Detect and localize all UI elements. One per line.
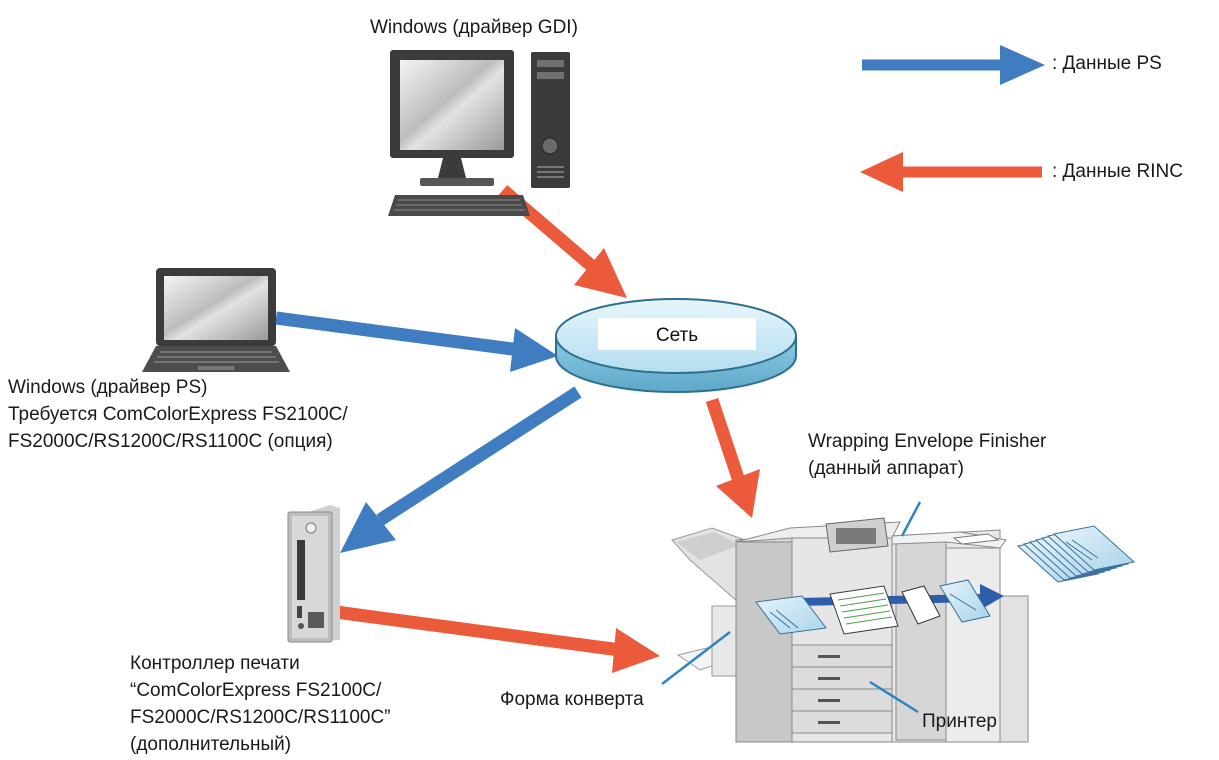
legend-rinc-label: : Данные RINC xyxy=(1052,161,1183,182)
callout-printer-line xyxy=(869,680,919,714)
finisher-label: Wrapping Envelope Finisher (данный аппар… xyxy=(808,431,1047,479)
windows-ps-label: Windows (драйвер PS) Требуется ComColorE… xyxy=(8,377,348,452)
controller-label: Контроллер печати “ComColorExpress FS210… xyxy=(130,653,391,755)
legend-ps-arrow xyxy=(862,45,1045,85)
arrow-controller-to-printer xyxy=(335,605,660,673)
callout-finisher-line xyxy=(900,501,922,537)
arrow-network-to-printer xyxy=(705,397,760,518)
print-controller-icon xyxy=(287,505,340,643)
legend-rinc-arrow xyxy=(860,152,1042,192)
envelope-form-label: Форма конверта xyxy=(500,689,644,710)
arrow-network-to-controller xyxy=(340,386,582,553)
windows-gdi-label: Windows (драйвер GDI) xyxy=(370,17,578,38)
printer-label: Принтер xyxy=(922,711,997,732)
network-cylinder-icon: Сеть xyxy=(555,298,797,393)
desktop-computer-icon xyxy=(388,50,570,216)
laptop-icon xyxy=(142,268,290,372)
printer-finisher-icon xyxy=(671,517,1136,743)
callout-envelope-form-line xyxy=(661,631,731,685)
legend-ps-label: : Данные PS xyxy=(1052,53,1162,74)
arrow-laptop-to-network xyxy=(275,311,558,372)
network-label: Сеть xyxy=(656,325,698,346)
